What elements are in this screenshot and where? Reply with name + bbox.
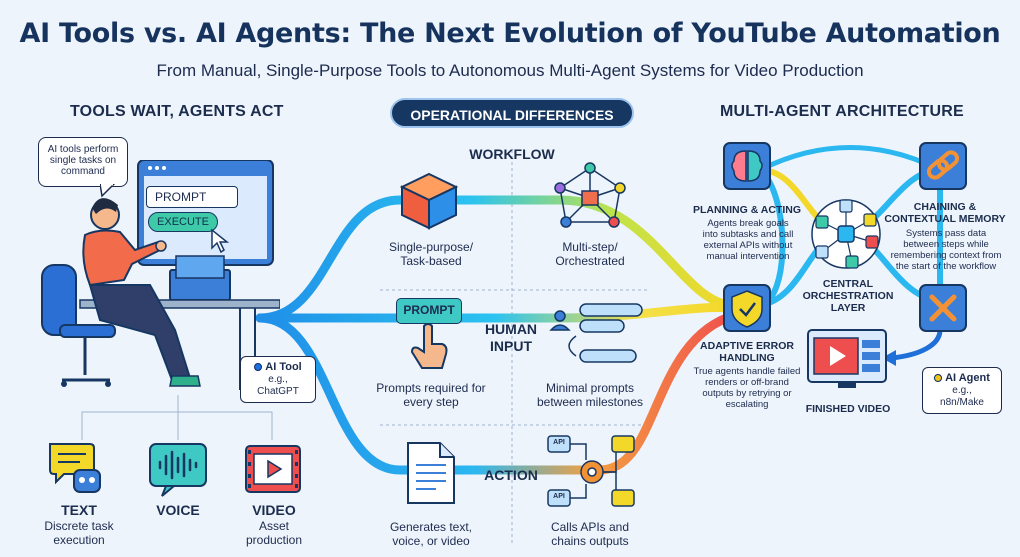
input-tool-label: Prompts required for every step	[376, 381, 486, 409]
flow-ribbon-action	[255, 310, 740, 475]
shield-error-icon	[723, 284, 771, 332]
video-film-icon	[245, 445, 301, 493]
planning-title: PLANNING & ACTING	[692, 204, 802, 216]
pointing-hand-icon	[410, 323, 448, 369]
voice-waveform-icon	[149, 443, 207, 497]
output-text-title: TEXT	[61, 502, 97, 518]
ai-agent-tag: AI Agent e.g., n8n/Make	[922, 367, 1002, 414]
row-title-action: ACTION	[484, 467, 538, 483]
output-voice-title: VOICE	[156, 502, 200, 518]
right-section-heading: MULTI-AGENT ARCHITECTURE	[720, 103, 964, 120]
arrow-head-video	[882, 350, 896, 366]
screen-prompt-field: PROMPT	[146, 186, 238, 208]
action-tool-label: Generates text, voice, or video	[389, 520, 473, 548]
finished-video-monitor-icon	[807, 329, 887, 388]
ai-tool-dot-icon	[254, 363, 263, 371]
output-video-caption: Asset production	[245, 519, 303, 547]
chain-link-icon	[919, 142, 967, 190]
planning-text: Agents break goals into subtasks and cal…	[702, 218, 794, 262]
minimal-prompts-icon	[549, 303, 643, 363]
cursor-arrow-icon	[211, 228, 230, 254]
arrow-to-video	[891, 329, 943, 361]
page-title: AI Tools vs. AI Agents: The Next Evoluti…	[19, 18, 1001, 49]
ai-agent-dot-icon	[934, 374, 943, 382]
output-tree	[81, 395, 273, 440]
ai-agent-tag-title: AI Agent	[945, 372, 990, 384]
connector-top-arc	[758, 145, 942, 173]
tools-speech-bubble: AI tools perform single tasks on command	[38, 137, 128, 187]
ai-tool-tag-example: e.g., ChatGPT	[257, 374, 299, 397]
ai-tool-tag-title: AI Tool	[265, 361, 302, 373]
action-agent-label: Calls APIs and chains outputs	[550, 520, 630, 548]
brain-planning-icon	[723, 142, 771, 190]
workflow-tool-label: Single-purpose/ Task-based	[388, 240, 474, 268]
flow-ribbon-workflow	[255, 195, 735, 323]
screen-execute-button: EXECUTE	[148, 212, 218, 232]
input-agent-label: Minimal prompts between milestones	[536, 381, 644, 409]
output-text-caption: Discrete task execution	[44, 519, 114, 547]
api-label-top: API	[553, 439, 565, 446]
workflow-agent-label: Multi-step/ Orchestrated	[555, 240, 625, 268]
flow-ribbon-input	[255, 303, 735, 323]
middle-section-heading: OPERATIONAL DIFFERENCES	[390, 98, 634, 128]
document-icon	[407, 442, 455, 504]
bubble-tail	[100, 184, 116, 198]
orchestration-hub-icon	[811, 199, 881, 269]
text-chat-robot-icon	[49, 443, 101, 493]
left-section-heading: TOOLS WAIT, AGENTS ACT	[70, 103, 284, 120]
tools-wrench-icon	[919, 284, 967, 332]
ai-agent-tag-example: e.g., n8n/Make	[940, 385, 984, 408]
api-chain-icon	[547, 435, 635, 507]
finished-video-label: FINISHED VIDEO	[805, 403, 891, 415]
chaining-text: Systems pass data between steps while re…	[890, 228, 1002, 272]
page-subtitle: From Manual, Single-Purpose Tools to Aut…	[156, 61, 864, 80]
single-cube-icon	[399, 172, 459, 230]
error-text: True agents handle failed renders or off…	[693, 366, 801, 410]
api-label-bottom: API	[553, 493, 565, 500]
row-title-human-input: HUMAN INPUT	[484, 321, 538, 354]
output-video-title: VIDEO	[252, 502, 296, 518]
prompt-button-graphic: PROMPT	[396, 298, 462, 324]
orchestrated-network-icon	[554, 162, 626, 228]
ai-tool-tag: AI Tool e.g., ChatGPT	[240, 356, 316, 403]
chaining-title: CHAINING & CONTEXTUAL MEMORY	[884, 201, 1006, 225]
error-title: ADAPTIVE ERROR HANDLING	[700, 340, 794, 364]
row-title-workflow: WORKFLOW	[469, 146, 555, 162]
orchestration-hub-label: CENTRAL ORCHESTRATION LAYER	[802, 278, 894, 314]
